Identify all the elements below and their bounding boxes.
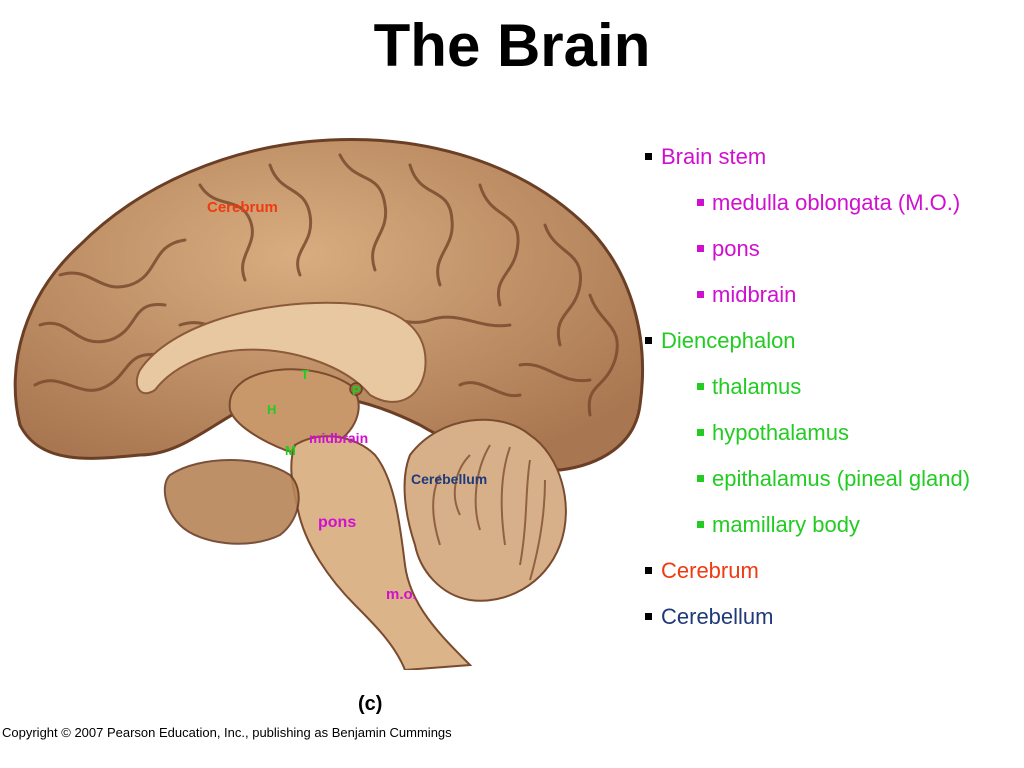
bullet-text: mamillary body [712,512,860,537]
pineal-gland-shape [349,382,363,396]
figure-caption: (c) [358,693,383,715]
bullet-text: thalamus [712,374,802,399]
bullet-item: Cerebellum [643,602,1018,648]
bullet-text: epithalamus (pineal gland) [712,466,971,491]
label-h: H [267,402,277,417]
label-p: P [352,383,361,398]
copyright-notice: Copyright © 2007 Pearson Education, Inc.… [2,725,452,740]
label-pons: pons [318,514,357,531]
label-m: M [285,443,296,458]
square-bullet-icon [697,199,704,206]
square-bullet-icon [697,429,704,436]
bullet-item: Cerebrum [643,556,1018,602]
slide-title: The Brain [373,12,651,79]
bullet-item: mamillary body [643,510,1018,556]
bullet-text: medulla oblongata (M.O.) [712,190,961,215]
bullet-item: Diencephalon [643,326,1018,372]
bullet-item: pons [643,234,1018,280]
bullet-text: Brain stem [661,144,767,169]
cerebellum-folia [432,444,546,581]
square-bullet-icon [645,567,652,574]
square-bullet-icon [697,291,704,298]
bullet-item: medulla oblongata (M.O.) [643,188,1018,234]
brainstem-shape [290,435,473,670]
square-bullet-icon [697,475,704,482]
bullet-text: pons [712,236,760,261]
brain-figure: Cerebrum T P H M midbrain Cerebellum pon… [0,125,680,670]
label-t: T [301,367,309,382]
bullet-item: thalamus [643,372,1018,418]
square-bullet-icon [697,383,704,390]
bullet-list: Brain stem medulla oblongata (M.O.) pons mi… [643,142,1018,648]
bullet-item: epithalamus (pineal gland) [643,464,1018,510]
bullet-text: hypothalamus [712,420,849,445]
brain-illustration [13,137,644,670]
corpus-callosum-shape [135,301,427,403]
label-cerebrum: Cerebrum [207,199,278,216]
label-midbrain: midbrain [309,430,369,446]
square-bullet-icon [645,613,652,620]
bullet-text: Cerebrum [661,558,759,583]
bullet-item: Brain stem [643,142,1018,188]
bullet-text: Diencephalon [661,328,796,353]
square-bullet-icon [697,245,704,252]
cerebellum-shape [403,418,567,602]
bullet-text: Cerebellum [661,604,774,629]
bullet-item: midbrain [643,280,1018,326]
bullet-text: midbrain [712,282,797,307]
square-bullet-icon [645,153,652,160]
square-bullet-icon [645,337,652,344]
label-mo: m.o. [386,586,417,603]
square-bullet-icon [697,521,704,528]
temporal-lobe-shape [163,459,300,545]
bullet-item: hypothalamus [643,418,1018,464]
label-cerebellum: Cerebellum [411,471,488,487]
